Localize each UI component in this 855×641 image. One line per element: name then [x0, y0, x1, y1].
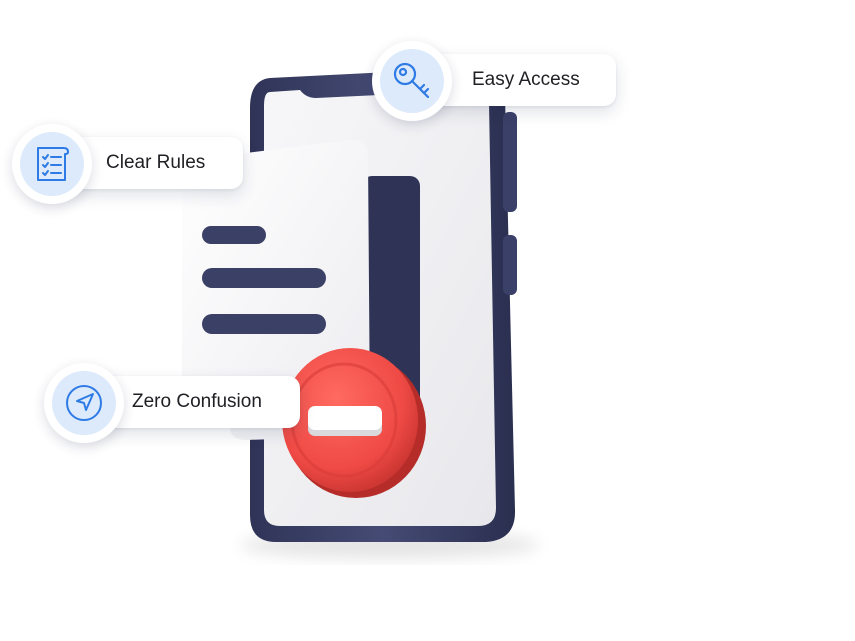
feature-pill-zero-confusion: Zero Confusion: [68, 376, 300, 428]
phone-side-button: [503, 235, 517, 295]
feature-label: Easy Access: [472, 69, 580, 90]
navigation-arrow-icon: [52, 371, 116, 435]
no-entry-sign: [282, 348, 426, 498]
feature-label: Clear Rules: [106, 152, 206, 173]
document-line: [202, 226, 266, 244]
document-line: [202, 314, 326, 334]
feature-label: Zero Confusion: [132, 391, 262, 412]
phone-side-button: [503, 112, 517, 212]
key-icon: [380, 49, 444, 113]
feature-icon-badge: [44, 363, 124, 443]
document-line: [202, 268, 326, 288]
checklist-icon: [20, 132, 84, 196]
feature-icon-badge: [12, 124, 92, 204]
feature-icon-badge: [372, 41, 452, 121]
